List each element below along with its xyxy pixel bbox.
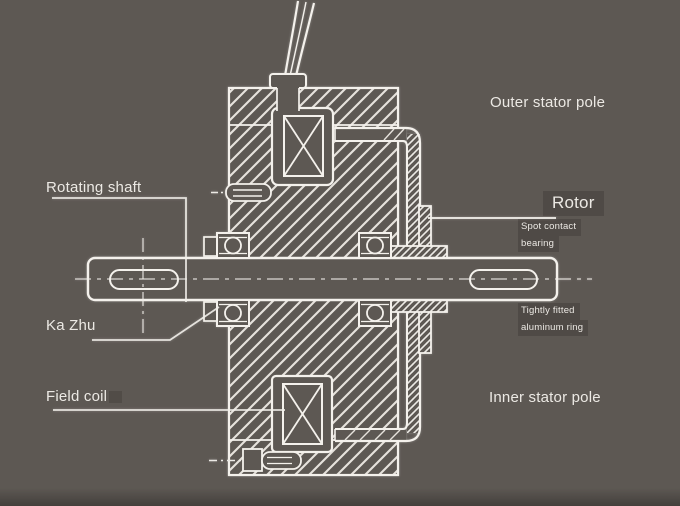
aluminum-ring — [390, 299, 448, 313]
terminal-screw-top — [211, 183, 272, 202]
label-rotating-shaft: Rotating shaft — [46, 179, 142, 196]
terminal-screw-bottom — [209, 448, 302, 472]
label-spot-contact-bearing: Spot contact bearing — [518, 219, 582, 252]
label-tightly-fitted-ring: Tightly fitted aluminum ring — [518, 303, 589, 336]
label-spot-contact-line1: Spot contact — [518, 219, 582, 236]
power-cable — [269, 0, 316, 112]
leader-rotating-shaft — [52, 197, 187, 302]
label-field-coil-text: Field coil — [46, 388, 108, 405]
spot-contact-bearing-ring — [390, 245, 448, 259]
field-coil-top — [270, 106, 335, 187]
label-ka-zhu: Ka Zhu — [46, 317, 96, 334]
label-field-coil: Field coil — [46, 388, 123, 405]
cable-gland — [269, 73, 307, 89]
label-inner-stator-pole: Inner stator pole — [489, 389, 601, 406]
translation-artifact-box — [109, 391, 123, 404]
label-spot-contact-line2: bearing — [518, 235, 560, 252]
leader-ka-zhu — [92, 306, 220, 341]
ball-bearings — [216, 232, 392, 327]
field-coil-bottom — [270, 374, 334, 454]
bell-hatch-ticks — [344, 128, 405, 441]
bottom-vignette — [0, 488, 680, 506]
label-outer-stator-pole: Outer stator pole — [490, 94, 606, 111]
leader-lines — [52, 114, 604, 411]
label-tightly-fitted-line1: Tightly fitted — [518, 303, 580, 320]
label-rotor: Rotor — [543, 191, 604, 216]
label-tightly-fitted-line2: aluminum ring — [518, 319, 589, 336]
centerlines — [75, 238, 592, 336]
